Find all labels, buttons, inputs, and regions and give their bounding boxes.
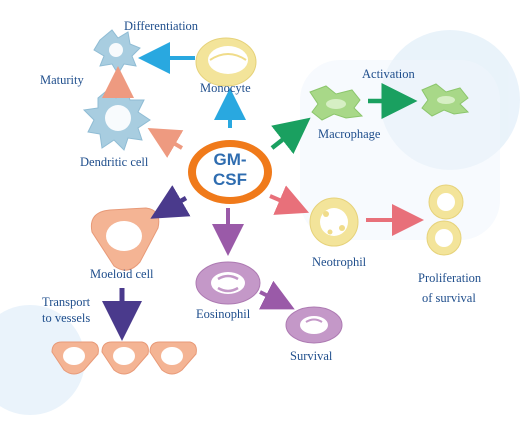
gm-csf-center bbox=[188, 140, 272, 204]
label-transport-line1: Transport bbox=[42, 295, 91, 309]
label-moeloid-cell: Moeloid cell bbox=[90, 267, 154, 281]
arrow-to-moeloid bbox=[150, 185, 191, 219]
arrow-to-neutrophil bbox=[269, 185, 310, 215]
label-transport-line2: to vessels bbox=[42, 311, 91, 325]
label-proliferation-line2: of survival bbox=[422, 291, 476, 305]
label-monocyte: Monocyte bbox=[200, 81, 251, 95]
monocyte-cell bbox=[195, 37, 257, 87]
activated-macrophage-cell bbox=[421, 83, 470, 117]
dendritic-cell bbox=[82, 87, 151, 151]
gm-csf-label-line1: GM- bbox=[213, 150, 247, 169]
label-macrophage: Macrophage bbox=[318, 127, 381, 141]
label-activation: Activation bbox=[362, 67, 415, 81]
label-proliferation-line1: Proliferation bbox=[418, 271, 482, 285]
arrow-survival bbox=[258, 280, 295, 310]
label-eosinophil: Eosinophil bbox=[196, 307, 251, 321]
label-survival: Survival bbox=[290, 349, 333, 363]
transported-cell-3 bbox=[149, 341, 197, 375]
proliferated-neutrophil-top bbox=[428, 184, 464, 220]
surviving-eosinophil-cell bbox=[285, 306, 343, 344]
eosinophil-cell bbox=[195, 261, 261, 305]
macrophage-cell bbox=[309, 85, 364, 121]
gm-csf-label-line2: CSF bbox=[213, 170, 247, 189]
neutrophil-cell bbox=[309, 197, 359, 247]
label-differentiation: Differentiation bbox=[124, 19, 199, 33]
label-maturity: Maturity bbox=[40, 73, 84, 87]
arrow-to-dendritic bbox=[147, 127, 184, 158]
label-neotrophil: Neotrophil bbox=[312, 255, 367, 269]
bg-circle-left bbox=[0, 305, 85, 415]
transported-cell-2 bbox=[101, 341, 149, 375]
transported-cell-1 bbox=[51, 341, 99, 375]
moeloid-cell bbox=[90, 207, 160, 271]
differentiated-dendritic-cell bbox=[93, 29, 141, 75]
proliferated-neutrophil-bottom bbox=[426, 220, 462, 256]
label-dendritic-cell: Dendritic cell bbox=[80, 155, 149, 169]
arrow-to-macrophage bbox=[270, 117, 311, 155]
